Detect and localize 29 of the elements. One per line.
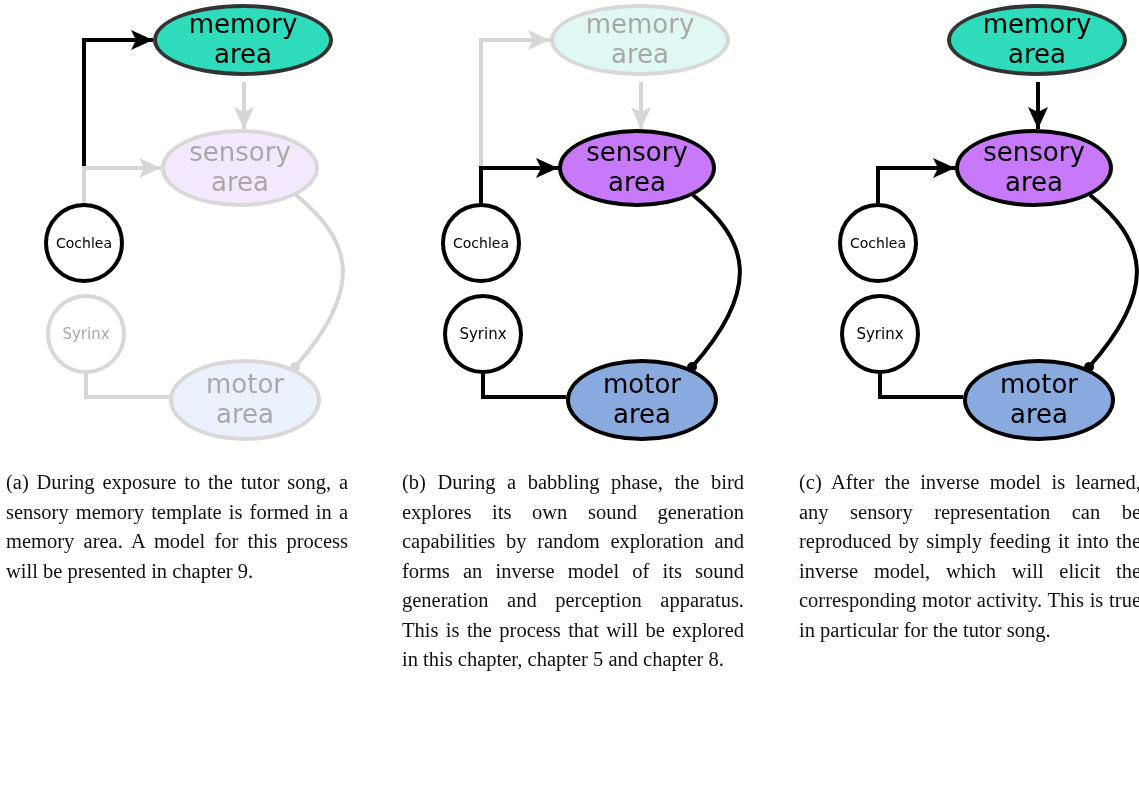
node-label: memory area	[981, 10, 1093, 70]
node-label: sensory area	[188, 138, 292, 198]
connector-line	[1084, 193, 1139, 372]
arrow	[631, 82, 651, 129]
node-label: sensory area	[982, 138, 1086, 198]
connector-line	[84, 374, 169, 399]
figure-caption: (a) During exposure to the tutor song, a sensory memory template is formed in a memory area. A model for this process will be presented in chapter 9.	[6, 470, 348, 585]
node-label: Syrinx	[62, 325, 110, 343]
node-label: Cochlea	[453, 234, 509, 252]
arrow	[234, 82, 254, 129]
arrow	[479, 158, 558, 203]
node-label: Cochlea	[850, 234, 906, 252]
connector-line	[290, 193, 345, 372]
connector-line	[687, 193, 742, 372]
node-label: motor area	[999, 370, 1079, 430]
node-label: memory area	[584, 10, 696, 70]
node-label: Syrinx	[459, 325, 507, 343]
connector-line	[481, 374, 566, 399]
node-label: memory area	[187, 10, 299, 70]
arrow	[82, 158, 161, 203]
arrow	[1028, 82, 1048, 129]
node-label: motor area	[602, 370, 682, 430]
figure-caption: (b) During a babbling phase, the bird explores its own sound generation capabilities by random exploration and forms an inverse model of its sound generation and perception apparatus. This is the process that will be explored in this chapter, chapter 5 and chapter 8.	[402, 470, 744, 673]
connector-line	[878, 374, 963, 399]
node-label: Syrinx	[856, 325, 904, 343]
node-label: sensory area	[585, 138, 689, 198]
node-label: motor area	[205, 370, 285, 430]
node-label: Cochlea	[56, 234, 112, 252]
arrow	[876, 158, 955, 203]
